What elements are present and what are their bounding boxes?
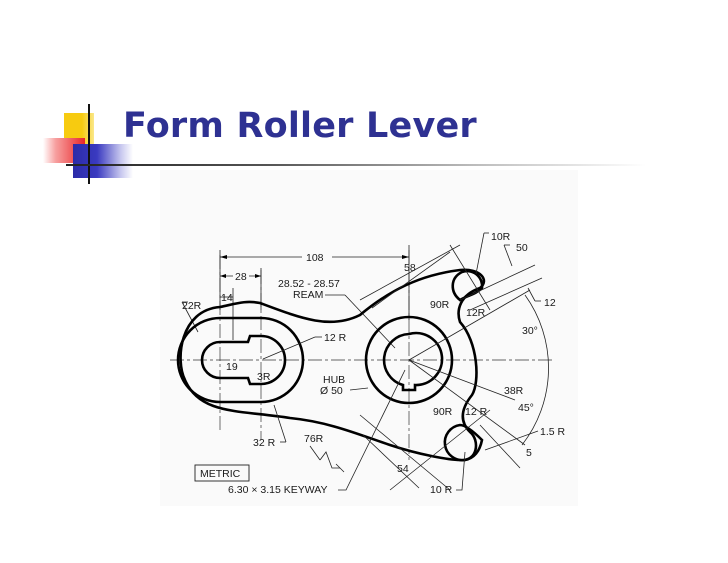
dim-lower-outer-radius: 90R <box>433 406 453 418</box>
dim-hub-diameter: Ø 50 <box>320 385 343 397</box>
angle-arc <box>521 294 549 446</box>
dim-lower-arm-length: 54 <box>397 463 409 475</box>
metric-box <box>194 464 250 482</box>
keyway-label: 6.30 × 3.15 KEYWAY <box>228 484 328 496</box>
dim-slot-radius: 12 R <box>324 332 347 344</box>
vertical-rule-decoration <box>88 104 90 184</box>
title-decoration <box>0 0 160 200</box>
dim-lower-fillet-radius: 12 R <box>465 406 488 418</box>
lever-drawing-svg: 108 28 14 22R 28.52 - 28.57 REAM <box>170 231 566 496</box>
lever-outer-profile <box>179 268 486 462</box>
upper-tip <box>451 269 484 302</box>
dim-lower-slot-width: 5 <box>526 447 532 459</box>
dim-overall-length: 108 <box>306 252 324 264</box>
dim-upper-arm-length: 58 <box>404 262 416 274</box>
technical-drawing: 108 28 14 22R 28.52 - 28.57 REAM <box>160 170 578 506</box>
dim-lower-slot-radius: 1.5 R <box>540 426 566 438</box>
dim-upper-fillet-radius: 12R <box>466 307 486 319</box>
left-end-boss <box>176 316 305 404</box>
dim-right-arc-radius: 38R <box>504 385 524 397</box>
slide-title: Form Roller Lever <box>123 106 477 146</box>
blue-square-decoration <box>73 144 133 178</box>
dim-ream-tolerance: 28.52 - 28.57 <box>278 278 340 290</box>
dim-left-end-radius: 22R <box>182 300 202 312</box>
dim-ream-label: REAM <box>293 289 323 301</box>
lower-tip <box>443 423 484 462</box>
dim-slot-offset: 28 <box>235 271 247 283</box>
title-underline <box>66 164 646 166</box>
dim-slot-gap: 12 <box>544 297 556 309</box>
dim-lower-tip-radius: 10 R <box>430 484 453 496</box>
units-label: METRIC <box>200 468 241 480</box>
dim-upper-tip-radius: 10R <box>491 231 511 243</box>
dim-upper-slot-offset: 50 <box>516 242 528 254</box>
dim-lower-arc-radius: 76R <box>304 433 324 445</box>
bore-with-keyway <box>382 331 444 392</box>
dim-lower-hub-radius: 32 R <box>253 437 276 449</box>
slot <box>200 334 287 386</box>
dim-slot-width: 19 <box>226 361 238 373</box>
dim-lower-angle: 45° <box>518 402 534 414</box>
hub-outer-circle <box>364 315 454 405</box>
dim-slot-half: 14 <box>221 292 233 304</box>
dim-upper-angle: 30° <box>522 325 538 337</box>
dim-hub-label: HUB <box>323 374 345 386</box>
dim-upper-outer-radius: 90R <box>430 299 450 311</box>
dim-slot-corner-radius: 3R <box>257 371 271 383</box>
